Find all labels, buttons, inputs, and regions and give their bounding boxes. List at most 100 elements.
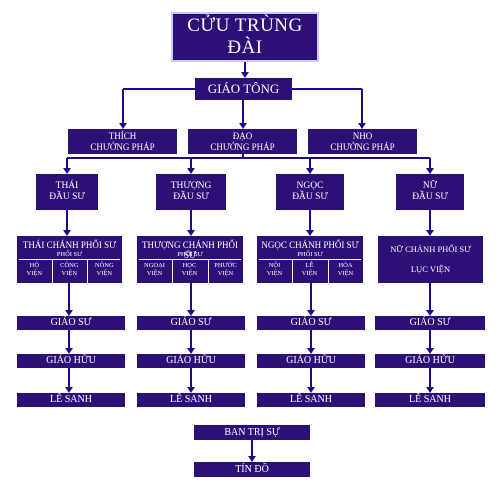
level-label: GIÁO SƯ [50, 317, 92, 329]
level-label: LỄ SANH [290, 394, 332, 406]
title-text: CỬU TRÙNG ĐÀI [187, 15, 303, 58]
level-label: LỄ SANH [409, 394, 451, 406]
giao-tong-text: GIÁO TÔNG [207, 80, 280, 96]
level-label: GIÁO SƯ [409, 317, 451, 329]
phoi-su-ngoc: NGỌC CHÁNH PHỐI SƯ PHỐI SƯ NỘI VIỆN LỄ V… [257, 236, 363, 283]
label-line: NHO [352, 131, 373, 142]
region-subtitle: PHỐI SƯ [177, 251, 203, 258]
vien-line: CÔNG [60, 262, 79, 269]
label-line: CHƯỞNG PHÁP [90, 141, 155, 152]
vien-line: NÔNG [94, 262, 114, 269]
title-box: CỬU TRÙNG ĐÀI [171, 12, 319, 62]
vien-line: NGOẠI [144, 262, 165, 269]
region-subtitle: PHỐI SƯ [56, 251, 83, 258]
vien-line: HÒA [338, 262, 353, 269]
region-title: THƯỢNG CHÁNH PHỐI SƯ [142, 240, 238, 260]
region-title: NỮ CHÁNH PHỐI SƯ [390, 244, 471, 254]
tin-do-label: TÍN ĐỒ [235, 463, 269, 475]
giao-tong-box: GIÁO TÔNG [195, 78, 292, 100]
vien-line: VIỆN [181, 270, 198, 278]
column-divider [292, 259, 293, 283]
label-line: CHƯỞNG PHÁP [210, 141, 275, 152]
vien-column: PHƯỚC VIỆN [208, 262, 243, 278]
level-label: GIÁO HỮU [286, 355, 336, 367]
region-subtitle: PHỐI SƯ [297, 251, 323, 258]
column-divider [172, 259, 173, 283]
dau-su-thai: THÁI ĐẦU SƯ [36, 174, 98, 210]
giao-huu-box: GIÁO HỮU [257, 354, 365, 368]
label-line: THÍCH [108, 131, 137, 142]
level-label: GIÁO HỮU [46, 355, 96, 367]
level-label: GIÁO SƯ [170, 317, 212, 329]
level-label: LỄ SANH [50, 394, 92, 406]
vien-column: NÔNG VIỆN [87, 262, 122, 278]
vien-line: VIỆN [337, 270, 354, 278]
column-divider [52, 259, 53, 283]
label-line: CHƯỞNG PHÁP [330, 141, 395, 152]
vien-column: HỌC VIỆN [172, 262, 207, 278]
region-title: THÁI CHÁNH PHỐI SƯ [22, 240, 117, 250]
giao-su-box: GIÁO SƯ [17, 316, 125, 330]
chuong-phap-dao: ĐẠO CHƯỞNG PHÁP [188, 129, 297, 154]
label-line: ĐẦU SƯ [412, 192, 448, 202]
label-line: NỮ [422, 181, 438, 192]
vien-line: NỘI [268, 262, 281, 269]
giao-su-box: GIÁO SƯ [257, 316, 365, 330]
region-divider [139, 259, 241, 260]
le-sanh-box: LỄ SANH [17, 393, 125, 407]
phoi-su-thai: THÁI CHÁNH PHỐI SƯ PHỐI SƯ HỘ VIỆN CÔNG … [17, 236, 122, 283]
chuong-phap-nho: NHO CHƯỞNG PHÁP [308, 129, 417, 154]
dau-su-nu: NỮ ĐẦU SƯ [396, 174, 464, 210]
vien-column: NỘI VIỆN [257, 262, 292, 278]
giao-huu-box: GIÁO HỮU [375, 354, 485, 368]
column-divider [208, 259, 209, 283]
vien-line: VIỆN [26, 270, 43, 278]
vien-line: HỌC [182, 262, 197, 269]
label-line: ĐẠO [232, 131, 253, 142]
le-sanh-box: LỄ SANH [137, 393, 245, 407]
level-label: GIÁO HỮU [166, 355, 216, 367]
vien-line: PHƯỚC [214, 262, 237, 269]
label-line: ĐẦU SƯ [173, 192, 209, 202]
vien-column: HỘ VIỆN [17, 262, 52, 278]
label-line: THÁI [55, 181, 79, 192]
phoi-su-nu: NỮ CHÁNH PHỐI SƯ LỤC VIỆN [378, 236, 483, 283]
column-divider [328, 259, 329, 283]
vien-line: VIỆN [96, 270, 113, 278]
region-subtitle: LỤC VIỆN [410, 264, 451, 274]
label-line: THƯỢNG [170, 181, 212, 192]
vien-line: VIỆN [301, 270, 318, 278]
vien-column: NGOẠI VIỆN [137, 262, 172, 278]
dau-su-ngoc: NGỌC ĐẦU SƯ [276, 174, 344, 210]
vien-line: VIỆN [61, 270, 78, 278]
giao-su-box: GIÁO SƯ [137, 316, 245, 330]
ban-tri-su-box: BAN TRỊ SỰ [194, 425, 310, 440]
vien-line: LỄ [305, 262, 314, 269]
level-label: LỄ SANH [170, 394, 212, 406]
vien-line: VIỆN [146, 270, 163, 278]
giao-huu-box: GIÁO HỮU [137, 354, 245, 368]
giao-huu-box: GIÁO HỮU [17, 354, 125, 368]
vien-column: LỄ VIỆN [292, 262, 327, 278]
vien-column: CÔNG VIỆN [52, 262, 87, 278]
region-title: NGỌC CHÁNH PHỐI SƯ [261, 240, 359, 250]
label-line: ĐẦU SƯ [49, 192, 85, 202]
ban-tri-su-label: BAN TRỊ SỰ [224, 426, 280, 438]
region-divider [19, 259, 120, 260]
vien-column: HÒA VIỆN [328, 262, 363, 278]
chuong-phap-thich: THÍCH CHƯỞNG PHÁP [68, 129, 177, 154]
vien-line: HỘ [29, 262, 40, 269]
vien-line: VIỆN [266, 270, 283, 278]
phoi-su-thuong: THƯỢNG CHÁNH PHỐI SƯ PHỐI SƯ NGOẠI VIỆN … [137, 236, 243, 283]
region-divider [259, 259, 361, 260]
label-line: ĐẦU SƯ [292, 192, 328, 202]
tin-do-box: TÍN ĐỒ [194, 462, 310, 477]
column-divider [87, 259, 88, 283]
le-sanh-box: LỄ SANH [375, 393, 485, 407]
dau-su-thuong: THƯỢNG ĐẦU SƯ [156, 174, 226, 210]
vien-line: VIỆN [217, 270, 234, 278]
label-line: NGỌC [296, 181, 324, 192]
giao-su-box: GIÁO SƯ [375, 316, 485, 330]
level-label: GIÁO SƯ [290, 317, 332, 329]
